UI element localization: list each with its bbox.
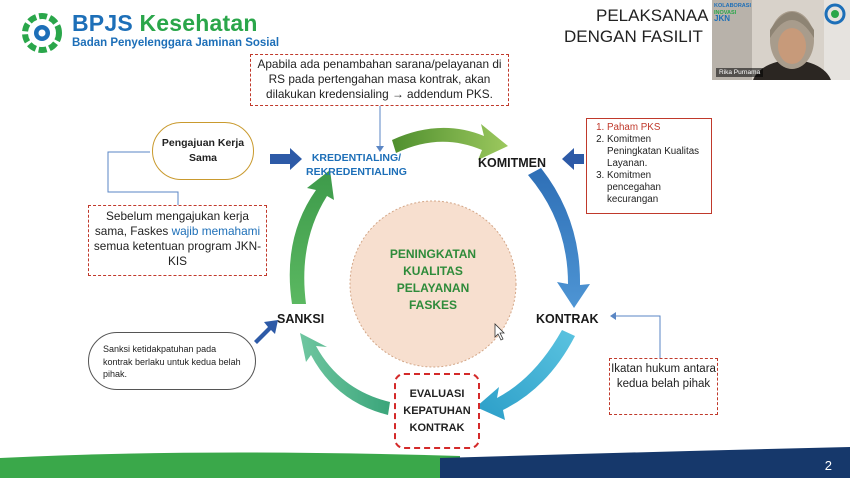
- overlay-line2: INOVASI: [714, 9, 737, 16]
- note-left-b: wajib memahami: [171, 224, 261, 238]
- center-text: PENINGKATAN KUALITAS PELAYANAN FASKES: [389, 247, 477, 312]
- komitmen-list: Paham PKS Komitmen Peningkatan Kualitas …: [591, 122, 707, 206]
- note-sanksi: Sanksi ketidakpatuhan pada kontrak berla…: [88, 332, 256, 390]
- logo-brand-a: BPJS: [72, 10, 140, 36]
- pengajuan-kerja-sama-pill: Pengajuan Kerja Sama: [152, 122, 254, 180]
- list-item: Komitmen pencegahan kecurangan: [607, 170, 707, 206]
- footer-wave-green: [0, 452, 460, 478]
- connector-note-right: [612, 315, 661, 358]
- label-sanksi: SANKSI: [277, 312, 325, 326]
- webcam-video-tile[interactable]: KOLABORASI INOVASI JKN Rika Purnama: [712, 0, 850, 80]
- label-kontrak: KONTRAK: [536, 312, 599, 326]
- connector-note-left: [107, 151, 179, 205]
- arrow-note-to-sanksi: [254, 320, 278, 344]
- evaluasi-kepatuhan-box: EVALUASI KEPATUHAN KONTRAK: [394, 373, 480, 449]
- arrow-right: [528, 168, 590, 308]
- logo-subtitle: Badan Penyelenggara Jaminan Sosial: [72, 37, 280, 49]
- list-item: Komitmen Peningkatan Kualitas Layanan.: [607, 134, 707, 170]
- logo-brand: BPJS Kesehatan: [72, 10, 258, 37]
- arrow-bottom-left: [300, 333, 390, 415]
- note-ikatan-hukum: Ikatan hukum antara kedua belah pihak: [609, 358, 718, 415]
- arrow-left: [289, 170, 334, 304]
- note-addendum: Apabila ada penambahan sarana/pelayanan …: [250, 54, 509, 106]
- list-item: Paham PKS: [607, 122, 707, 134]
- label-komitmen: KOMITMEN: [478, 156, 547, 170]
- mouse-cursor-icon: [494, 323, 505, 341]
- slide-title-line1: PELAKSANAA: [596, 6, 709, 25]
- webcam-overlay-badge: KOLABORASI INOVASI JKN: [714, 3, 756, 23]
- slide-title-line2: DENGAN FASILIT: [564, 27, 703, 46]
- page-number: 2: [824, 458, 832, 473]
- bpjs-logo-icon: [22, 13, 62, 53]
- kred-line1: KREDENTIALING/: [311, 152, 402, 164]
- overlay-line1: KOLABORASI: [714, 3, 751, 9]
- bpjs-logo: [22, 13, 62, 53]
- participant-name: Rika Purnama: [716, 68, 764, 77]
- arrow-pill-to-kred: [270, 148, 302, 170]
- note-left-c: semua ketentuan program JKN-KIS: [93, 239, 262, 268]
- arrow-bottom-right: [476, 330, 575, 420]
- footer-wave-navy: [440, 447, 850, 478]
- event-logo-icon: [824, 3, 846, 25]
- note-pengajuan: Sebelum mengajukan kerja sama, Faskes wa…: [88, 205, 267, 276]
- komitmen-list-box: Paham PKS Komitmen Peningkatan Kualitas …: [586, 118, 712, 214]
- participant-video-icon: [712, 0, 850, 80]
- label-kredentialing: KREDENTIALING/ REKREDENTIALING: [306, 151, 407, 179]
- center-circle: [349, 200, 517, 368]
- overlay-line3: JKN: [714, 14, 731, 23]
- arrow-list-to-komitmen: [562, 148, 584, 170]
- kred-line2: REKREDENTIALING: [306, 166, 407, 178]
- arrow-top: [392, 124, 508, 160]
- logo-brand-b: Kesehatan: [139, 10, 258, 36]
- note-left-a: Sebelum mengajukan kerja sama, Faskes: [94, 209, 249, 238]
